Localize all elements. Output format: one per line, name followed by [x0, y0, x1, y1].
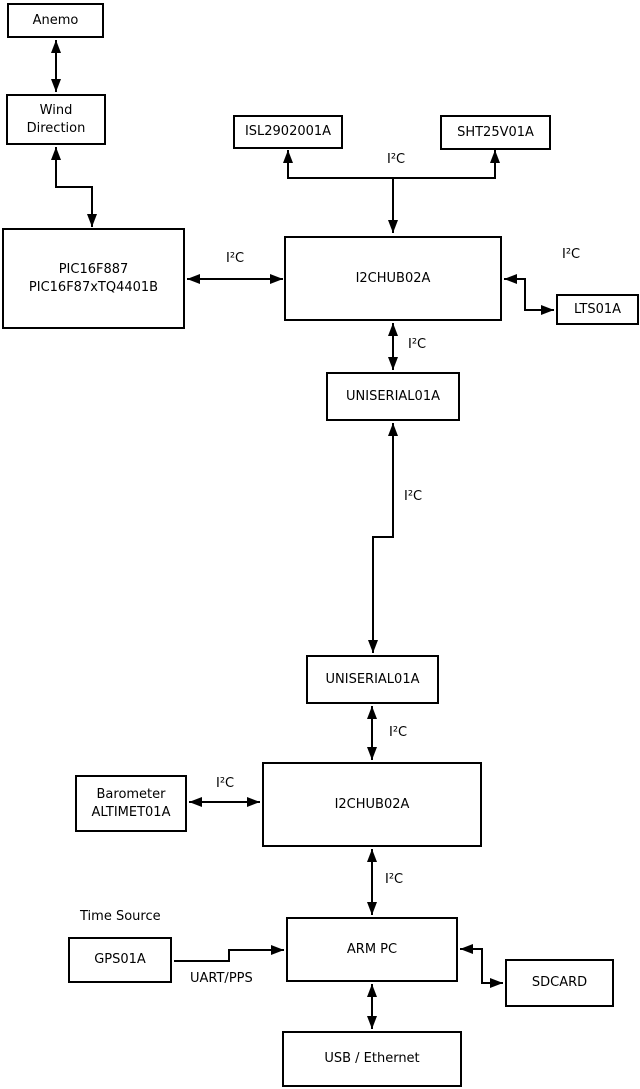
node-sdcard: SDCARD [505, 959, 614, 1007]
node-arm-pc: ARM PC [286, 917, 458, 982]
label-i2c-backbone: I²C [404, 489, 423, 504]
node-uniserial01a-bottom: UNISERIAL01A [306, 655, 439, 704]
edge-sensors-branch [283, 150, 500, 179]
label-i2c-hub-armpc: I²C [385, 872, 404, 887]
label-i2c-lts: I²C [562, 247, 581, 262]
node-gps01a: GPS01A [68, 937, 172, 983]
label-i2c-hub-uniserial: I²C [408, 337, 427, 352]
node-i2chub02a-bottom: I2CHUB02A [262, 762, 482, 847]
node-isl2902001a: ISL2902001A [233, 115, 343, 149]
node-uniserial01a-top: UNISERIAL01A [326, 372, 460, 421]
node-sht25v01a: SHT25V01A [440, 115, 551, 150]
node-wind-direction: Wind Direction [6, 94, 106, 145]
edge-armpc-sdcard [460, 944, 503, 988]
label-time-source: Time Source [80, 909, 161, 924]
edge-i2chub-top-lts [504, 274, 554, 315]
node-anemo: Anemo [7, 3, 104, 38]
edge-gps-armpc [174, 945, 284, 962]
edge-uniserial-backbone [368, 423, 398, 653]
label-i2c-pic-hub: I²C [226, 251, 245, 266]
edge-wind-pic [51, 147, 97, 227]
node-i2chub02a-top: I2CHUB02A [284, 236, 502, 321]
node-barometer: Barometer ALTIMET01A [75, 775, 187, 832]
label-i2c-sensors: I²C [387, 152, 406, 167]
label-uart-pps: UART/PPS [190, 971, 253, 986]
node-usb-ethernet: USB / Ethernet [282, 1031, 462, 1087]
node-lts01a: LTS01A [556, 294, 639, 325]
label-i2c-barometer: I²C [216, 776, 235, 791]
label-i2c-uniserial-hub: I²C [389, 725, 408, 740]
node-pic: PIC16F887 PIC16F87xTQ4401B [2, 228, 185, 329]
